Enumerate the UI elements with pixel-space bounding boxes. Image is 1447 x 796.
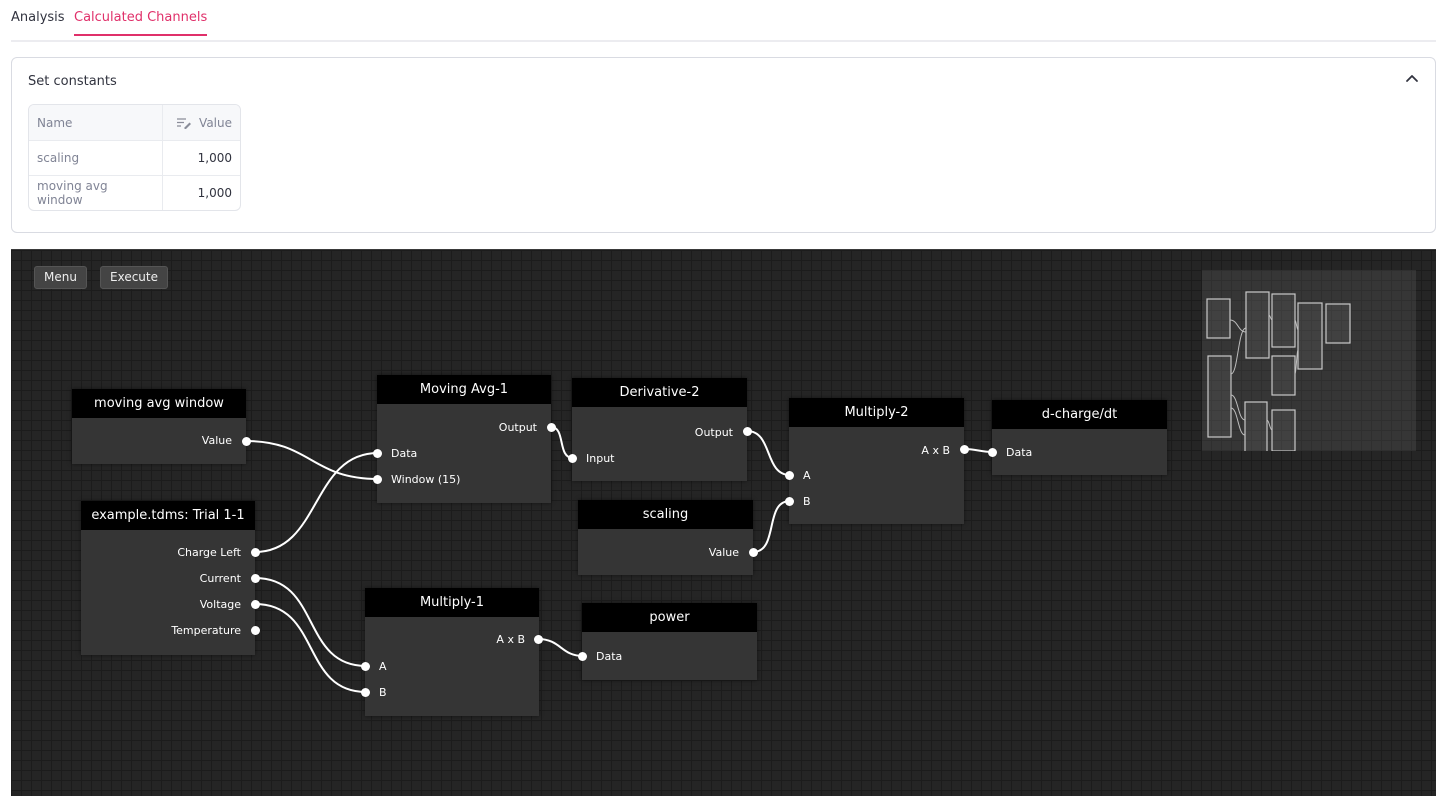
- constant-name: scaling: [29, 141, 163, 175]
- execute-button[interactable]: Execute: [100, 266, 168, 289]
- constants-table: Name Value scaling 1,000 moving avg wind…: [28, 104, 241, 211]
- output-port-label: A x B: [496, 633, 525, 646]
- wire-charge-to-data: [254, 452, 379, 553]
- column-header-value[interactable]: Value: [163, 105, 240, 140]
- input-port-a[interactable]: [785, 471, 794, 480]
- node-moving-avg-window[interactable]: moving avg window Value: [72, 389, 251, 464]
- constant-value-cell[interactable]: 1,000: [197, 186, 232, 200]
- output-port-label: Value: [201, 434, 232, 447]
- constant-name: moving avg window: [29, 176, 163, 210]
- column-header-name[interactable]: Name: [29, 105, 163, 140]
- input-port-label: Data: [391, 447, 418, 460]
- output-port-temperature[interactable]: [251, 626, 260, 635]
- node-scaling[interactable]: scaling Value: [578, 500, 758, 575]
- input-port-input[interactable]: [568, 454, 577, 463]
- node-moving-avg-1[interactable]: Moving Avg-1 Output Data Window (15): [373, 375, 556, 503]
- node-title[interactable]: scaling: [578, 500, 753, 529]
- tab-bar: Analysis Calculated Channels: [11, 0, 1436, 42]
- output-port-product[interactable]: [960, 445, 969, 454]
- input-port-data[interactable]: [578, 652, 587, 661]
- output-port-label: A x B: [921, 444, 950, 457]
- chevron-up-icon[interactable]: [1403, 70, 1421, 88]
- node-title[interactable]: moving avg window: [72, 389, 246, 418]
- input-port-label: Data: [596, 650, 623, 663]
- node-title[interactable]: power: [582, 603, 757, 632]
- input-port-label: Data: [1006, 446, 1033, 459]
- output-port-label: Output: [498, 421, 537, 434]
- graph-minimap[interactable]: [1202, 270, 1416, 453]
- wire-mul1-to-power: [537, 638, 584, 657]
- wire-scaling-to-mul2b: [752, 500, 791, 553]
- tab-analysis[interactable]: Analysis: [11, 10, 65, 25]
- tab-calculated-channels[interactable]: Calculated Channels: [74, 10, 208, 36]
- input-port-b[interactable]: [361, 688, 370, 697]
- output-port-value[interactable]: [749, 548, 758, 557]
- input-port-window[interactable]: [373, 475, 382, 484]
- output-port-label: Temperature: [171, 624, 241, 637]
- output-port-charge-left[interactable]: [251, 548, 260, 557]
- node-title[interactable]: d-charge/dt: [992, 400, 1167, 429]
- expander-title[interactable]: Set constants: [28, 74, 117, 89]
- wire-voltage-to-mul1b: [254, 603, 367, 693]
- input-port-data[interactable]: [373, 449, 382, 458]
- wire-window: [245, 440, 379, 480]
- output-port-label: Voltage: [199, 598, 241, 611]
- edit-column-icon: [177, 117, 192, 129]
- output-port-label: Value: [708, 546, 739, 559]
- output-port-label: Output: [694, 426, 733, 439]
- node-title[interactable]: example.tdms: Trial 1-1: [81, 501, 255, 530]
- input-port-label: A: [379, 660, 387, 673]
- constants-expander: Set constants Name Value scaling 1,000 m…: [11, 57, 1436, 233]
- input-port-label: Window (15): [391, 473, 461, 486]
- node-derivative-2[interactable]: Derivative-2 Output Input: [568, 378, 752, 481]
- node-example-tdms[interactable]: example.tdms: Trial 1-1 Charge Left Curr…: [81, 501, 260, 655]
- input-port-label: Input: [586, 452, 615, 465]
- node-multiply-2[interactable]: Multiply-2 A x B A B: [785, 398, 969, 524]
- table-row: moving avg window 1,000: [29, 175, 240, 210]
- output-port-output[interactable]: [547, 423, 556, 432]
- node-title[interactable]: Derivative-2: [572, 378, 747, 407]
- output-port-label: Current: [199, 572, 241, 585]
- wire-avg-to-derivative: [550, 426, 574, 459]
- node-graph-canvas[interactable]: Menu Execute moving avg window Value exa…: [11, 249, 1436, 796]
- input-port-label: B: [803, 495, 811, 508]
- table-row: scaling 1,000: [29, 140, 240, 175]
- value-column-label: Value: [199, 115, 232, 130]
- input-port-b[interactable]: [785, 497, 794, 506]
- connection-wires: [245, 426, 994, 693]
- input-port-label: B: [379, 686, 387, 699]
- node-title[interactable]: Moving Avg-1: [377, 375, 551, 404]
- output-port-voltage[interactable]: [251, 600, 260, 609]
- input-port-label: A: [803, 469, 811, 482]
- node-title[interactable]: Multiply-1: [365, 588, 539, 617]
- menu-button[interactable]: Menu: [34, 266, 87, 289]
- minimap-graph: [1206, 291, 1351, 453]
- output-port-output[interactable]: [743, 427, 752, 436]
- output-port-current[interactable]: [251, 574, 260, 583]
- table-header-row: Name Value: [29, 105, 240, 140]
- input-port-a[interactable]: [361, 662, 370, 671]
- node-dcharge-dt[interactable]: d-charge/dt Data: [988, 400, 1167, 475]
- output-port-value[interactable]: [242, 437, 251, 446]
- output-port-product[interactable]: [534, 635, 543, 644]
- input-port-data[interactable]: [988, 448, 997, 457]
- node-title[interactable]: Multiply-2: [789, 398, 964, 427]
- node-power[interactable]: power Data: [578, 603, 757, 680]
- constant-value-cell[interactable]: 1,000: [197, 151, 232, 165]
- wire-current-to-mul1a: [254, 577, 367, 667]
- wire-derivative-to-mul2a: [746, 430, 791, 476]
- node-multiply-1[interactable]: Multiply-1 A x B A B: [361, 588, 543, 716]
- output-port-label: Charge Left: [177, 546, 241, 559]
